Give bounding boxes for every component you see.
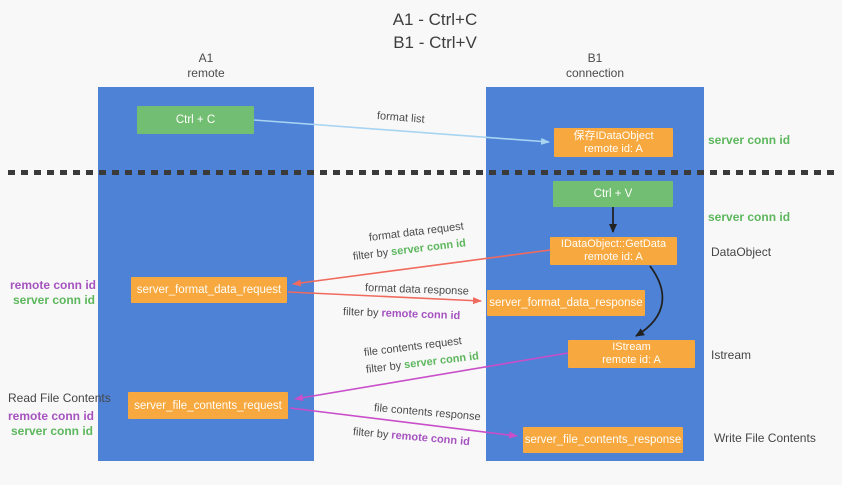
node-idataobject-getdata: IDataObject::GetData remote id: A (550, 237, 677, 265)
write-file-contents-label: Write File Contents (714, 431, 816, 445)
filter-by-text: filter by (352, 426, 389, 442)
server-conn-id-label-top: server conn id (708, 133, 791, 147)
save-idataobject-line1: 保存IDataObject (573, 129, 654, 142)
title-line-2: B1 - Ctrl+V (393, 33, 477, 52)
lifeline-header-a1: A1 remote (98, 51, 314, 81)
node-istream: IStream remote id: A (568, 340, 695, 368)
server-conn-id-label-left-1: server conn id (12, 293, 95, 307)
ctrl-v-label: Ctrl + V (593, 188, 633, 200)
getdata-line2: remote id: A (584, 251, 643, 263)
remote-conn-id-label-1: remote conn id (10, 278, 97, 292)
filter-by-text: filter by (342, 306, 379, 320)
server-conn-id-filter-key: server conn id (403, 350, 480, 372)
lifeline-a1-subtitle: remote (187, 66, 225, 80)
remote-conn-id-label-2: remote conn id (8, 409, 95, 423)
filter-by-text: filter by (365, 359, 402, 376)
file-contents-response-label: file contents response (373, 402, 482, 424)
conn-id-group-format: remote conn id server conn id (10, 278, 97, 308)
server-format-data-response-label: server_format_data_response (489, 297, 643, 309)
server-conn-id-label-mid: server conn id (708, 210, 791, 224)
lifeline-a1-title: A1 (198, 51, 214, 65)
conn-id-group-file: remote conn id server conn id (8, 409, 95, 439)
lifeline-header-b1: B1 connection (486, 51, 704, 81)
dataobject-label: DataObject (711, 245, 772, 259)
getdata-line1: IDataObject::GetData (560, 238, 667, 250)
node-ctrl-v: Ctrl + V (553, 181, 673, 207)
lifeline-b1-title: B1 (587, 51, 603, 65)
format-data-response-label: format data response (364, 282, 470, 298)
istream-side-label: Istream (711, 348, 752, 362)
title-line-1: A1 - Ctrl+C (392, 10, 478, 29)
ctrl-c-label: Ctrl + C (175, 114, 216, 126)
istream-line1: IStream (612, 341, 651, 353)
server-conn-id-filter-key: server conn id (390, 237, 467, 259)
format-list-label: format list (376, 110, 426, 126)
diagram-title: A1 - Ctrl+C B1 - Ctrl+V (340, 8, 530, 54)
server-format-data-request-label: server_format_data_request (136, 284, 282, 296)
node-server-format-data-response: server_format_data_response (487, 290, 645, 316)
remote-conn-id-filter-key: remote conn id (381, 307, 461, 323)
remote-conn-id-filter-key: remote conn id (390, 429, 471, 449)
lifeline-b1-subtitle: connection (565, 66, 625, 80)
node-server-file-contents-request: server_file_contents_request (128, 392, 288, 419)
node-ctrl-c: Ctrl + C (137, 106, 254, 134)
save-idataobject-line2: remote id: A (584, 142, 643, 155)
filter-by-text: filter by (352, 246, 389, 263)
node-server-format-data-request: server_format_data_request (131, 277, 287, 303)
node-server-file-contents-response: server_file_contents_response (523, 427, 683, 453)
server-conn-id-label-left-2: server conn id (10, 424, 93, 438)
node-save-idataobject: 保存IDataObject remote id: A (554, 128, 673, 157)
istream-line2: remote id: A (602, 354, 661, 366)
phase-separator-dotted-line (8, 170, 836, 175)
server-file-contents-request-label: server_file_contents_request (134, 399, 282, 412)
server-file-contents-response-label: server_file_contents_response (524, 434, 682, 446)
read-file-contents-label: Read File Contents (8, 391, 111, 405)
